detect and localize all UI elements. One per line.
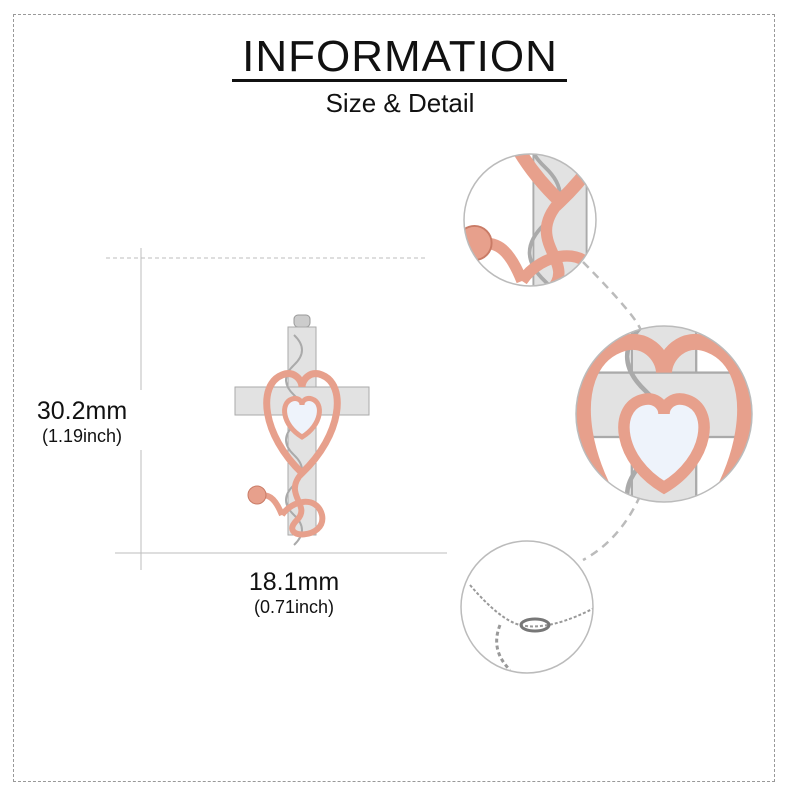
cross-pendant-image [235, 315, 369, 545]
title-underline [232, 79, 567, 82]
height-inch: (1.19inch) [41, 426, 123, 446]
connector-line [582, 495, 642, 562]
page-subtitle: Size & Detail [325, 88, 475, 118]
height-dimension: 30.2mm (1.19inch) [22, 397, 142, 447]
chain-clasp-detail [469, 584, 593, 672]
heart-stone-detail [510, 207, 800, 736]
height-mm: 30.2mm [36, 397, 128, 425]
dashed-border [13, 14, 775, 782]
width-dimension: 18.1mm (0.71inch) [234, 568, 354, 618]
connector-line [582, 261, 643, 337]
width-mm: 18.1mm [248, 568, 340, 596]
stethoscope-end-detail [433, 0, 688, 338]
page-title: INFORMATION [242, 32, 558, 81]
width-inch: (0.71inch) [253, 597, 335, 617]
